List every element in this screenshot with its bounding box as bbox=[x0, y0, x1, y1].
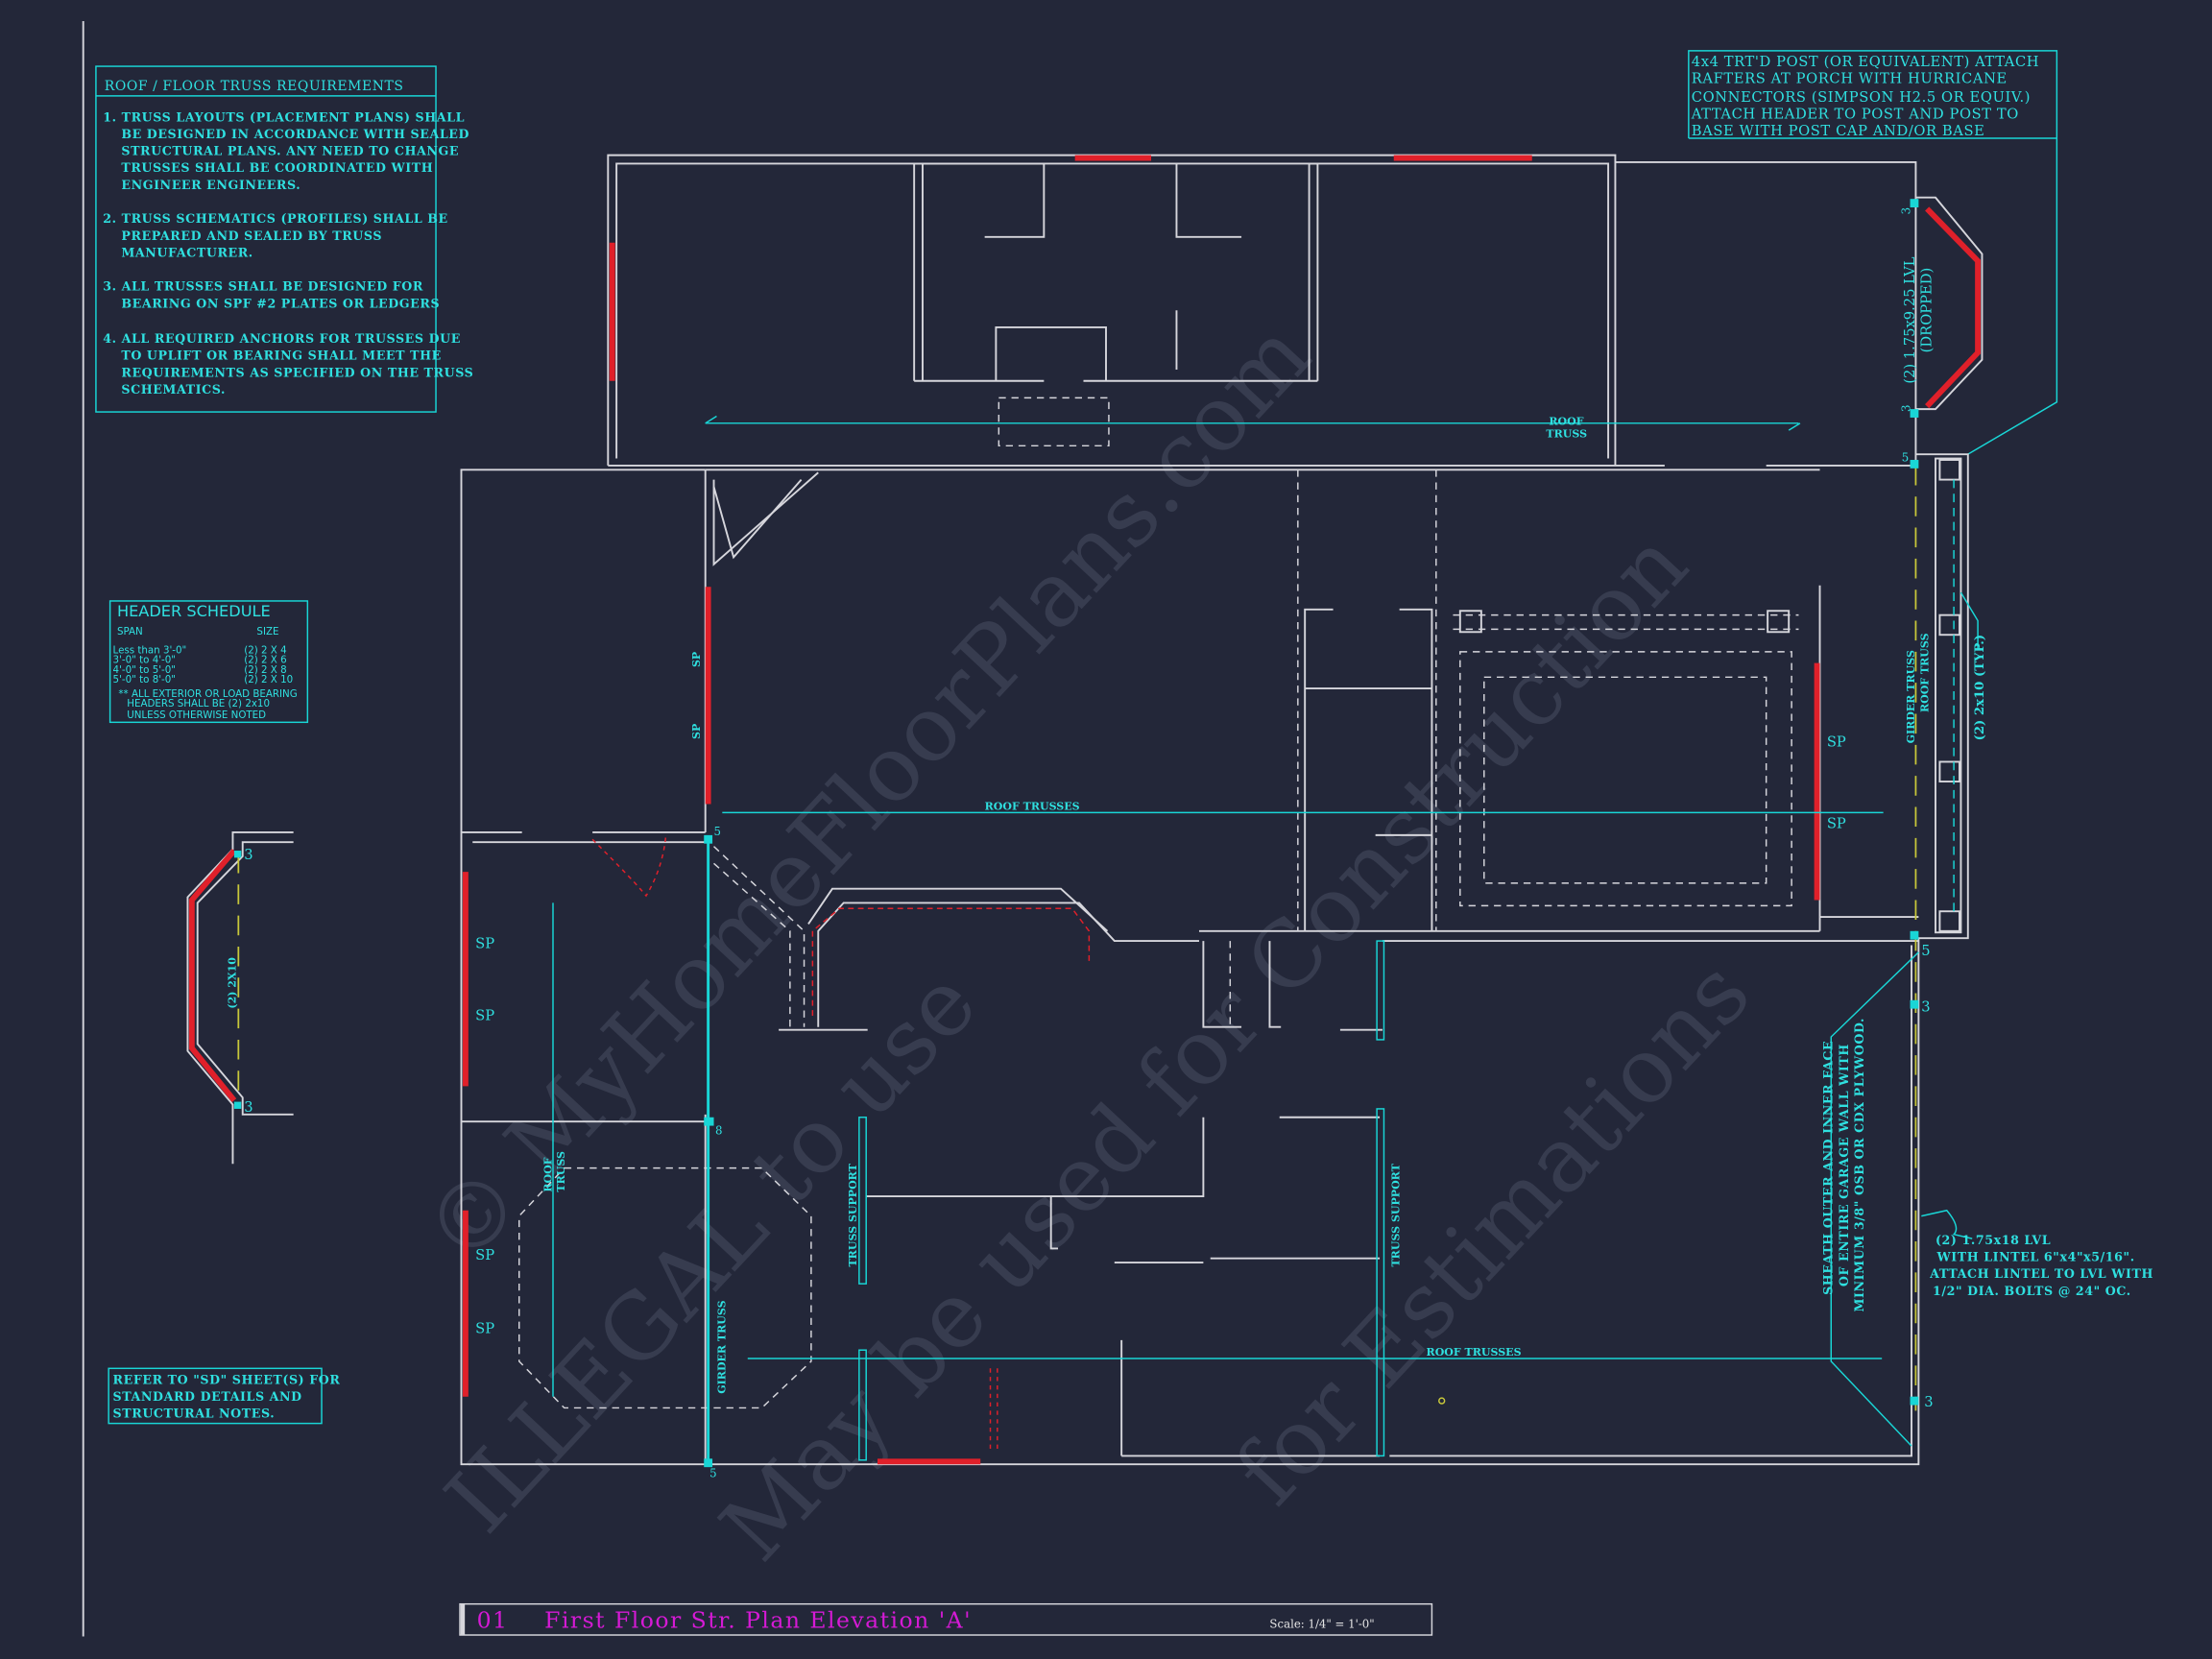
svg-text:UNLESS OTHERWISE NOTED: UNLESS OTHERWISE NOTED bbox=[127, 709, 266, 721]
svg-text:3: 3 bbox=[1900, 405, 1913, 412]
svg-text:WITH LINTEL 6"x4"x5/16".: WITH LINTEL 6"x4"x5/16". bbox=[1936, 1250, 2134, 1264]
svg-text:SP: SP bbox=[690, 723, 703, 739]
svg-text:RAFTERS AT PORCH WITH HURRICAN: RAFTERS AT PORCH WITH HURRICANE bbox=[1692, 71, 2008, 87]
svg-text:3: 3 bbox=[1900, 207, 1913, 214]
svg-text:HEADERS SHALL BE (2) 2x10: HEADERS SHALL BE (2) 2x10 bbox=[127, 698, 270, 709]
svg-text:(2) 2 X 4: (2) 2 X 4 bbox=[244, 644, 286, 656]
svg-text:01: 01 bbox=[477, 1607, 509, 1634]
porch-post-note: 4x4 TRT'D POST (OR EQUIVALENT) ATTACH RA… bbox=[1688, 50, 2058, 455]
plan-labels: ROOF TRUSS ROOF TRUSSES ROOF TRUSSES ROO… bbox=[475, 207, 2153, 1480]
svg-text:TRUSS: TRUSS bbox=[555, 1151, 567, 1192]
svg-text:ROOF TRUSSES: ROOF TRUSSES bbox=[985, 800, 1080, 812]
svg-text:3: 3 bbox=[1921, 999, 1930, 1016]
svg-text:3: 3 bbox=[1924, 1394, 1933, 1410]
svg-text:(2) 1.75x18 LVL: (2) 1.75x18 LVL bbox=[1936, 1233, 2051, 1247]
svg-text:(DROPPED): (DROPPED) bbox=[1919, 268, 1936, 353]
svg-text:ATTACH HEADER TO POST AND POST: ATTACH HEADER TO POST AND POST TO bbox=[1691, 106, 2019, 122]
svg-text:(2) 2 X 10: (2) 2 X 10 bbox=[244, 674, 293, 685]
truss-requirements-box: ROOF / FLOOR TRUSS REQUIREMENTS 1. TRUSS… bbox=[95, 65, 473, 413]
svg-text:SCHEMATICS.: SCHEMATICS. bbox=[121, 382, 226, 397]
header-schedule-box: HEADER SCHEDULE SPAN SIZE Less than 3'-0… bbox=[108, 600, 309, 724]
svg-text:BE DESIGNED IN ACCORDANCE WITH: BE DESIGNED IN ACCORDANCE WITH SEALED bbox=[121, 127, 469, 141]
svg-text:8: 8 bbox=[715, 1123, 722, 1137]
svg-text:SP: SP bbox=[690, 651, 703, 667]
svg-text:ATTACH LINTEL TO LVL WITH: ATTACH LINTEL TO LVL WITH bbox=[1929, 1266, 2153, 1281]
svg-text:MANUFACTURER.: MANUFACTURER. bbox=[121, 245, 252, 259]
svg-text:5'-0" to 8'-0": 5'-0" to 8'-0" bbox=[113, 674, 176, 685]
svg-text:ROOF TRUSS: ROOF TRUSS bbox=[1919, 633, 1932, 712]
svg-text:SP: SP bbox=[475, 1007, 494, 1023]
svg-text:ROOF: ROOF bbox=[542, 1157, 555, 1191]
svg-text:ROOF TRUSSES: ROOF TRUSSES bbox=[1427, 1346, 1522, 1358]
svg-text:5: 5 bbox=[1902, 450, 1909, 464]
svg-text:5: 5 bbox=[709, 1466, 716, 1479]
svg-text:SP: SP bbox=[1827, 816, 1846, 832]
svg-text:1. TRUSS LAYOUTS (PLACEMENT PL: 1. TRUSS LAYOUTS (PLACEMENT PLANS) SHALL bbox=[103, 109, 465, 124]
svg-text:STANDARD DETAILS AND: STANDARD DETAILS AND bbox=[113, 1389, 302, 1404]
title-bar: 01 First Floor Str. Plan Elevation 'A' S… bbox=[459, 1602, 1433, 1636]
svg-text:STRUCTURAL NOTES.: STRUCTURAL NOTES. bbox=[113, 1407, 276, 1421]
svg-text:STRUCTURAL PLANS. ANY NEED TO: STRUCTURAL PLANS. ANY NEED TO CHANGE bbox=[121, 144, 459, 158]
svg-text:First Floor Str. Plan Elevatio: First Floor Str. Plan Elevation 'A' bbox=[544, 1607, 972, 1634]
svg-text:3: 3 bbox=[244, 847, 252, 863]
svg-text:(2) 2x10 (TYP.): (2) 2x10 (TYP.) bbox=[1973, 635, 1987, 741]
svg-text:3: 3 bbox=[244, 1099, 252, 1116]
svg-text:(2) 2 X 6: (2) 2 X 6 bbox=[244, 655, 286, 666]
svg-text:BASE WITH POST CAP AND/OR BASE: BASE WITH POST CAP AND/OR BASE bbox=[1692, 123, 1985, 139]
svg-text:SP: SP bbox=[1827, 733, 1846, 750]
svg-text:Scale: 1/4" = 1'-0": Scale: 1/4" = 1'-0" bbox=[1269, 1618, 1374, 1631]
svg-text:TO UPLIFT OR BEARING SHALL MEE: TO UPLIFT OR BEARING SHALL MEET THE bbox=[121, 349, 441, 363]
headers bbox=[462, 155, 1820, 1465]
svg-text:PREPARED AND SEALED BY TRUSS: PREPARED AND SEALED BY TRUSS bbox=[121, 228, 382, 243]
svg-text:REFER TO "SD" SHEET(S) FOR: REFER TO "SD" SHEET(S) FOR bbox=[113, 1372, 341, 1386]
svg-text:5: 5 bbox=[1921, 943, 1930, 959]
svg-text:REQUIREMENTS AS SPECIFIED ON T: REQUIREMENTS AS SPECIFIED ON THE TRUSS bbox=[121, 365, 473, 379]
svg-text:MINIMUM 3/8" OSB OR CDX PLYWOO: MINIMUM 3/8" OSB OR CDX PLYWOOD. bbox=[1852, 1018, 1866, 1312]
svg-text:ROOF / FLOOR TRUSS REQUIREMEN: ROOF / FLOOR TRUSS REQUIREMENTS bbox=[105, 79, 404, 94]
svg-text:(2) 2X10: (2) 2X10 bbox=[226, 957, 238, 1009]
svg-text:3. ALL TRUSSES SHALL BE DESIGN: 3. ALL TRUSSES SHALL BE DESIGNED FOR bbox=[103, 279, 423, 294]
svg-text:Less than 3'-0": Less than 3'-0" bbox=[113, 644, 187, 656]
svg-text:GIRDER TRUSS: GIRDER TRUSS bbox=[715, 1300, 728, 1393]
svg-text:2. TRUSS SCHEMATICS (PROFILES): 2. TRUSS SCHEMATICS (PROFILES) SHALL BE bbox=[103, 211, 448, 226]
svg-text:3'-0" to 4'-0": 3'-0" to 4'-0" bbox=[113, 655, 176, 666]
svg-text:GIRDER TRUSS: GIRDER TRUSS bbox=[1905, 650, 1917, 743]
svg-text:(2) 2 X 8: (2) 2 X 8 bbox=[244, 664, 286, 676]
structural-members bbox=[552, 199, 1979, 1468]
svg-text:SP: SP bbox=[475, 935, 494, 951]
bay-window-detail: 3 3 (2) 2X10 bbox=[186, 830, 294, 1165]
svg-text:ROOF: ROOF bbox=[1549, 415, 1583, 427]
svg-text:HEADER SCHEDULE: HEADER SCHEDULE bbox=[117, 602, 271, 620]
svg-text:SP: SP bbox=[475, 1247, 494, 1263]
svg-text:ENGINEER ENGINEERS.: ENGINEER ENGINEERS. bbox=[121, 178, 301, 192]
svg-text:TRUSS SUPPORT: TRUSS SUPPORT bbox=[847, 1163, 859, 1266]
svg-text:TRUSS SUPPORT: TRUSS SUPPORT bbox=[1390, 1163, 1403, 1266]
svg-text:SP: SP bbox=[475, 1321, 494, 1337]
refer-note-box: REFER TO "SD" SHEET(S) FOR STANDARD DETA… bbox=[108, 1367, 341, 1425]
svg-text:TRUSS: TRUSS bbox=[1546, 428, 1587, 441]
svg-text:4'-0" to 5'-0": 4'-0" to 5'-0" bbox=[113, 664, 176, 676]
svg-text:SPAN: SPAN bbox=[117, 626, 143, 637]
svg-text:5: 5 bbox=[714, 825, 721, 838]
svg-text:4x4 TRT'D POST (OR EQUIVALENT): 4x4 TRT'D POST (OR EQUIVALENT) ATTACH bbox=[1692, 54, 2039, 70]
svg-text:** ALL EXTERIOR OR LOAD BEARIN: ** ALL EXTERIOR OR LOAD BEARING bbox=[118, 688, 297, 700]
svg-text:(2) 1.75x9.25 LVL: (2) 1.75x9.25 LVL bbox=[1902, 256, 1918, 383]
svg-text:BEARING ON SPF #2 PLATES OR LE: BEARING ON SPF #2 PLATES OR LEDGERS bbox=[121, 296, 440, 310]
svg-text:SHEATH OUTER AND INNER FACE: SHEATH OUTER AND INNER FACE bbox=[1821, 1041, 1836, 1295]
svg-text:TRUSSES SHALL BE COORDINATED W: TRUSSES SHALL BE COORDINATED WITH bbox=[121, 160, 433, 175]
svg-text:1/2" DIA. BOLTS @ 24" OC.: 1/2" DIA. BOLTS @ 24" OC. bbox=[1933, 1284, 2131, 1298]
svg-text:SIZE: SIZE bbox=[256, 626, 278, 637]
svg-text:CONNECTORS (SIMPSON H2.5 OR EQ: CONNECTORS (SIMPSON H2.5 OR EQUIV.) bbox=[1692, 89, 2031, 106]
svg-text:4. ALL REQUIRED ANCHORS FOR TR: 4. ALL REQUIRED ANCHORS FOR TRUSSES DUE bbox=[103, 331, 461, 346]
svg-text:OF ENTIRE GARAGE WALL WITH: OF ENTIRE GARAGE WALL WITH bbox=[1837, 1044, 1851, 1286]
